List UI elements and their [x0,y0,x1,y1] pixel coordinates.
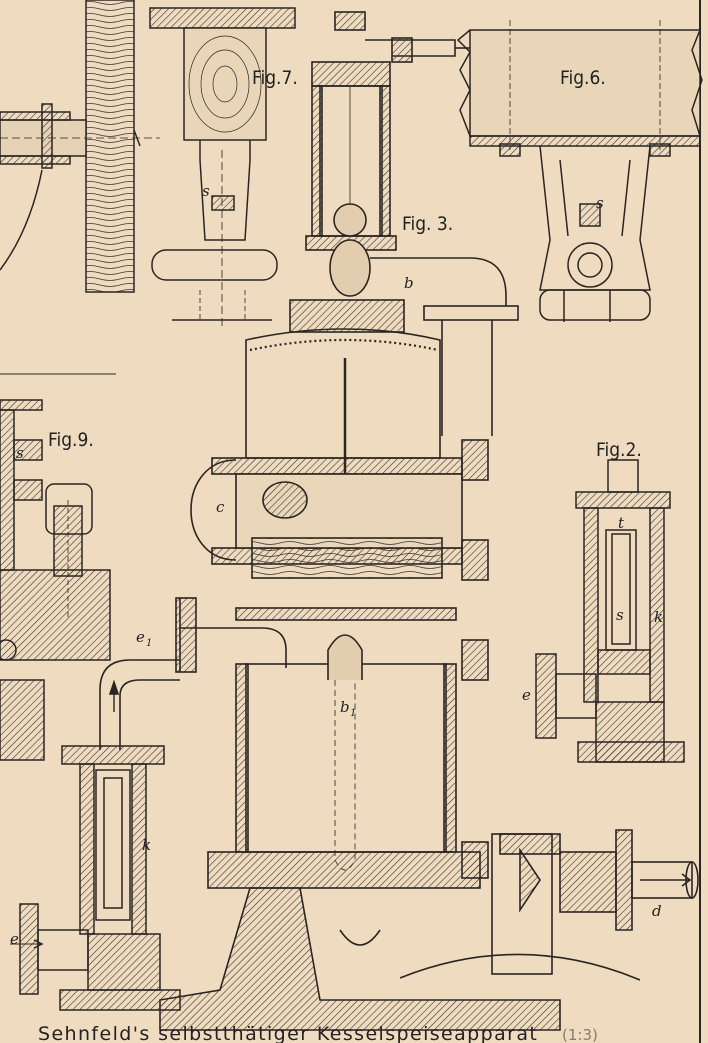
fig3-drawing [99,11,699,1031]
letter-k-lower: k [142,836,151,854]
letter-e1-subscript: 1 [146,638,152,649]
fig9-label: Fig.9. [48,429,94,451]
fig6-drawing [456,20,703,322]
fig7-drawing [149,7,296,330]
letter-s-fig2: s [616,606,624,624]
letter-t: t [618,514,625,532]
fig9-drawing [0,373,116,761]
letter-s-fig9: s [16,444,24,462]
letter-d: d [652,902,662,920]
caption-scale: (1:3) [562,1026,598,1043]
fig2-drawing [535,459,685,763]
fig7-label: Fig.7. [252,67,298,89]
top-left-partial-figure [0,0,160,293]
letter-e-lower: e [10,930,19,948]
fig6-label: Fig.6. [560,67,606,89]
letter-k-fig2: k [654,608,663,626]
letter-e-fig2: e [522,686,531,704]
letter-e1: e [136,628,145,646]
letter-c: c [216,498,225,516]
lower-left-valve [10,745,181,1011]
letter-s-fig6: s [596,194,604,212]
caption-title: Sehnfeld's selbstthätiger Kesselspeiseap… [38,1023,538,1043]
letter-b: b [404,274,414,292]
fig3-label: Fig. 3. [402,213,453,235]
letter-b1-subscript: 1 [350,708,356,719]
fig2-label: Fig.2. [596,439,642,461]
letter-s-fig7: s [202,182,210,200]
letter-b1: b [340,698,350,716]
